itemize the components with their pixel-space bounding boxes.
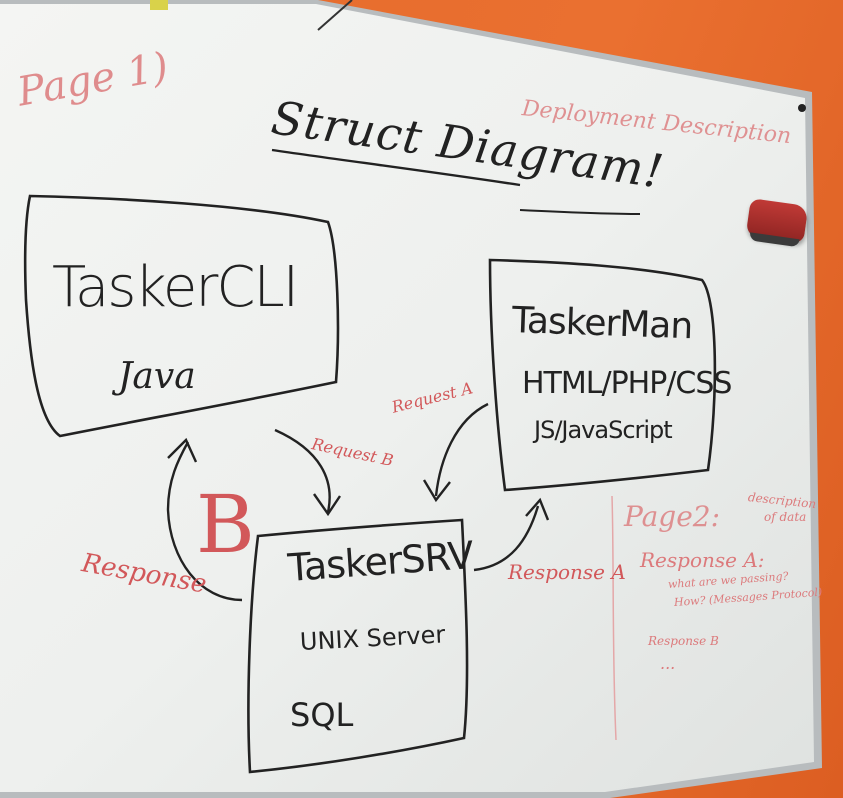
page2-divider xyxy=(611,495,617,741)
eraser xyxy=(745,198,809,244)
board-pin xyxy=(798,104,806,112)
b-mark: B xyxy=(196,478,255,571)
tasker-man-title: TaskerMan xyxy=(511,300,693,348)
tasker-cli-language: Java xyxy=(118,356,196,397)
tasker-man-tech-line2: JS/JavaScript xyxy=(534,416,673,444)
response-a-label: Response A xyxy=(508,560,626,584)
tape-piece xyxy=(150,0,168,10)
page2-of-data: of data xyxy=(764,510,807,524)
page2-heading: Page2: xyxy=(624,500,721,533)
page2-response-a: Response A: xyxy=(640,548,765,572)
tasker-cli-title: TaskerCLI xyxy=(52,255,299,320)
box-tasker-man xyxy=(488,258,717,492)
tasker-srv-db: SQL xyxy=(290,696,354,734)
box-tasker-cli xyxy=(23,194,340,438)
page2-ellipsis: ... xyxy=(660,654,676,673)
box-tasker-srv xyxy=(247,518,469,774)
hanging-wire xyxy=(317,0,353,31)
page2-bullet-3: Response B xyxy=(648,634,719,648)
tasker-man-tech-line1: HTML/PHP/CSS xyxy=(522,366,732,401)
